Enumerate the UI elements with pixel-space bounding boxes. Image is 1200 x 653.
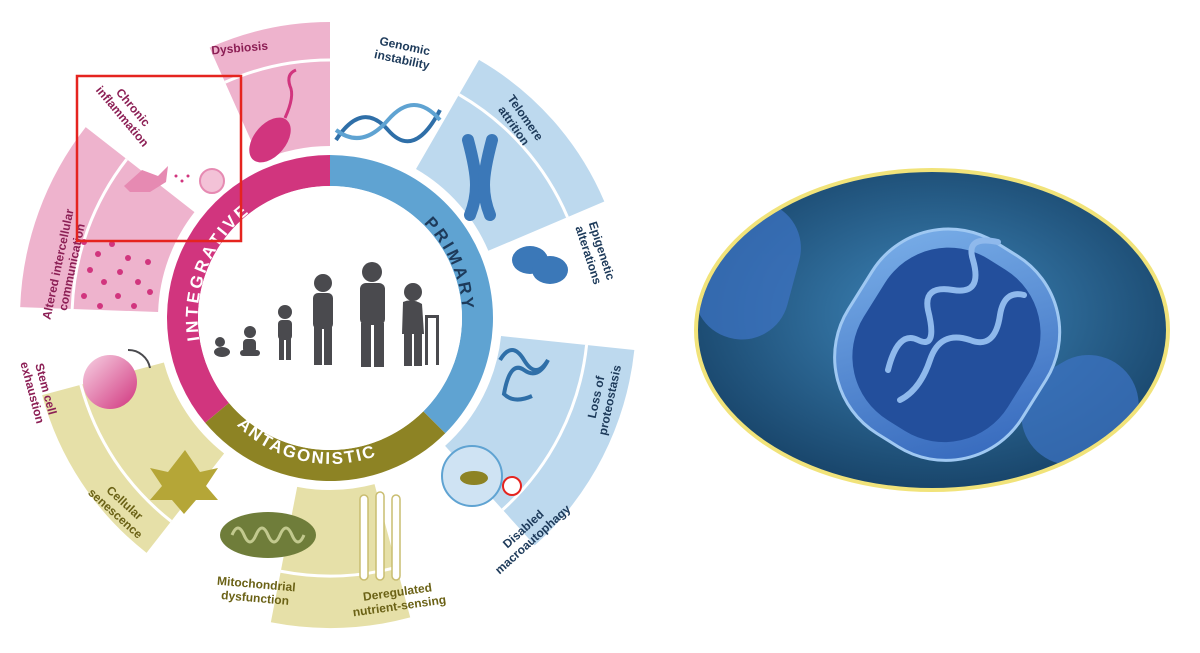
panel-altered-communication [20, 127, 195, 312]
ring-segment-antagonistic [205, 402, 446, 481]
panel-divider [79, 384, 173, 523]
panel-divider [70, 158, 128, 310]
dna-helix-icon [334, 103, 442, 144]
ring-segment-integrative [166, 155, 330, 423]
highlight-box [75, 74, 243, 243]
panel-divider [224, 58, 331, 84]
hallmark-label-dysbiosis: Dysbiosis [211, 39, 269, 58]
mitochondria-photo [694, 168, 1170, 492]
hallmarks-wheel: INTEGRATIVE PRIMARY ANTAGONISTIC [17, 22, 635, 628]
protein-icon [498, 348, 550, 402]
mitochondrion-icon [220, 512, 316, 558]
stem-cell-icon [83, 348, 151, 409]
maple-leaf-icon [150, 450, 218, 514]
panel-stem-cell [34, 318, 161, 370]
hallmark-label-line: Mitochondrial [217, 574, 297, 595]
chromosome-icon [462, 134, 498, 221]
panel-divider [458, 93, 569, 218]
hallmark-label-line: dysfunction [221, 588, 290, 608]
panel-telomere [416, 59, 605, 251]
hallmark-label-mitochondrial-dysfunction: Mitochondrialdysfunction [215, 574, 296, 609]
main-mitochondrion [833, 227, 1062, 462]
baby-silhouette [214, 337, 230, 357]
adult-silhouette [360, 262, 385, 367]
cutlery-icon [359, 491, 401, 581]
panel-divider [280, 565, 398, 578]
autophagosome-icon [441, 445, 522, 507]
panel-divider [501, 344, 589, 511]
panel-dysbiosis [209, 22, 330, 161]
teen-silhouette [313, 274, 333, 365]
inflammation-cell-icon [124, 166, 225, 194]
toddler-sitting-silhouette [240, 326, 260, 356]
category-ring [166, 155, 493, 481]
panel-macroautophagy [380, 451, 517, 602]
aging-silhouettes [214, 262, 439, 367]
panel-genomic [336, 22, 469, 167]
nucleosome-icon [512, 246, 568, 284]
ring-segment-primary [330, 155, 493, 434]
elderly-silhouette [402, 283, 439, 366]
bacterium-icon [249, 68, 297, 163]
hallmark-label-line: Dysbiosis [211, 39, 269, 58]
panel-chronic-inflammation [103, 51, 255, 208]
child-silhouette [278, 305, 292, 360]
